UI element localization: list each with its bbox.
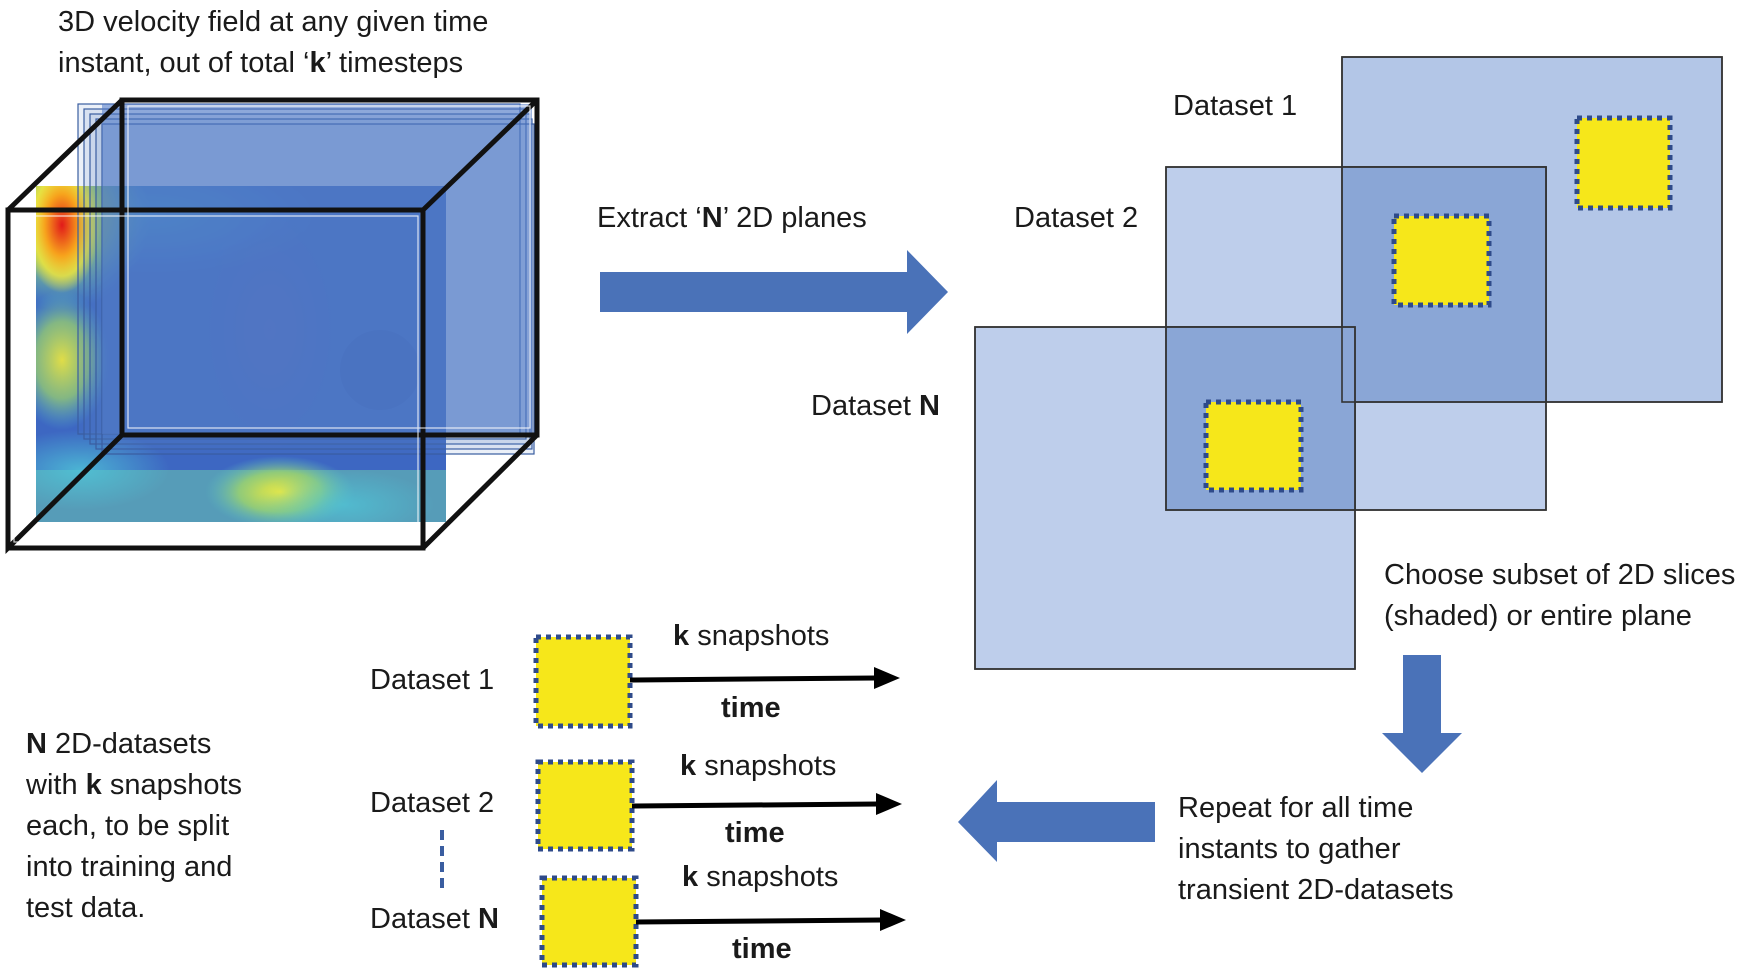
- choose-caption: Choose subset of 2D slices (shaded) or e…: [1384, 555, 1735, 637]
- extract-label-pre: Extract ‘: [597, 202, 702, 234]
- time-arrow-n: [635, 909, 906, 931]
- choose-down-arrow: [1382, 655, 1462, 773]
- timeline-1-dataset-label: Dataset 1: [370, 660, 494, 701]
- timeline-n-time: time: [732, 933, 792, 965]
- summary-line1: N 2D-datasets: [26, 724, 242, 765]
- timeline-2-time: time: [725, 817, 785, 849]
- repeat-left-arrow: [958, 780, 1155, 862]
- cube-caption-line2: instant, out of total ‘k’ timesteps: [58, 43, 488, 84]
- summary-line1-text: 2D-datasets: [46, 728, 212, 760]
- timeline-patch-2: [535, 759, 635, 852]
- repeat-caption-line1: Repeat for all time: [1178, 792, 1414, 824]
- timeline-2-snapshots-text: snapshots: [696, 750, 837, 782]
- plane-patches: [1203, 115, 1673, 493]
- cube-caption-text: instant, out of total ‘: [58, 47, 310, 79]
- choose-caption-line1: Choose subset of 2D slices: [1384, 559, 1736, 591]
- timeline-2-snapshots: k snapshots: [680, 746, 836, 787]
- cube-edges: [5, 97, 540, 554]
- timeline-n-k: k: [682, 861, 699, 893]
- extract-label: Extract ‘N’ 2D planes: [597, 198, 867, 239]
- timeline-n-label-bold: N: [478, 903, 499, 935]
- timeline-patch-1: [533, 634, 633, 729]
- cube-caption: 3D velocity field at any given time inst…: [58, 2, 488, 84]
- summary-line4: into training and: [26, 851, 233, 883]
- timeline-n-dataset-label: Dataset N: [370, 899, 499, 940]
- repeat-caption: Repeat for all time instants to gather t…: [1178, 788, 1454, 911]
- repeat-caption-line3: transient 2D-datasets: [1178, 874, 1454, 906]
- summary-caption: N 2D-datasets with k snapshots each, to …: [26, 724, 242, 929]
- summary-line2-k: k: [85, 769, 102, 801]
- time-arrow-2: [631, 793, 902, 815]
- timeline-1-label-text: Dataset 1: [370, 664, 495, 696]
- dataset-2-label: Dataset 2: [1014, 202, 1139, 234]
- timeline-n-snapshots: k snapshots: [682, 857, 838, 898]
- choose-caption-line2: (shaded) or entire plane: [1384, 600, 1692, 632]
- dataset-n-label: Dataset N: [811, 386, 940, 427]
- dataset-n-label-text: Dataset: [811, 390, 919, 422]
- cube-caption-text-end: ’ timesteps: [325, 47, 464, 79]
- timeline-1-time: time: [721, 692, 781, 724]
- timeline-1-k: k: [673, 620, 690, 652]
- timeline-1-snapshots-text: snapshots: [689, 620, 830, 652]
- extract-arrow: [600, 250, 948, 334]
- repeat-caption-line2: instants to gather: [1178, 833, 1401, 865]
- summary-line2-text: snapshots: [101, 769, 243, 801]
- cube-caption-k: k: [309, 47, 326, 79]
- timeline-2-k: k: [680, 750, 697, 782]
- timeline-n-label-text: Dataset: [370, 903, 478, 935]
- dataset-1-label: Dataset 1: [1173, 90, 1298, 122]
- summary-line2: with k snapshots: [26, 765, 242, 806]
- summary-line2-pre: with: [26, 769, 86, 801]
- dataset-n-label-n: N: [919, 390, 940, 422]
- timeline-n-snapshots-text: snapshots: [698, 861, 839, 893]
- velocity-field-cube: [5, 97, 540, 554]
- patch-dataset-n: [1203, 399, 1304, 493]
- timeline-patch-n: [539, 875, 639, 968]
- extract-label-n: N: [701, 202, 723, 234]
- summary-line5: test data.: [26, 892, 146, 924]
- timeline-1-snapshots: k snapshots: [673, 616, 829, 657]
- time-arrow-1: [629, 667, 900, 689]
- extract-label-post: ’ 2D planes: [722, 202, 867, 234]
- summary-line3: each, to be split: [26, 810, 230, 842]
- patch-dataset-1: [1574, 115, 1673, 211]
- timeline-2-label-text: Dataset 2: [370, 787, 495, 819]
- timeline-patches: [533, 634, 639, 968]
- cube-caption-line1: 3D velocity field at any given time: [58, 6, 489, 38]
- timeline-2-dataset-label: Dataset 2: [370, 783, 494, 824]
- timeline-arrows: [629, 667, 906, 931]
- summary-line1-n: N: [26, 728, 47, 760]
- patch-dataset-2: [1391, 213, 1492, 308]
